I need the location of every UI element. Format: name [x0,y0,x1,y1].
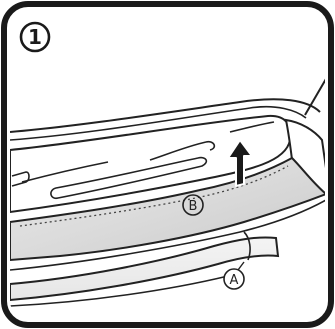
step-number: 1 [28,25,42,49]
callout-b-label: B [189,199,198,214]
step-number-badge: 1 [21,23,49,51]
callout-a-label: A [230,273,239,288]
